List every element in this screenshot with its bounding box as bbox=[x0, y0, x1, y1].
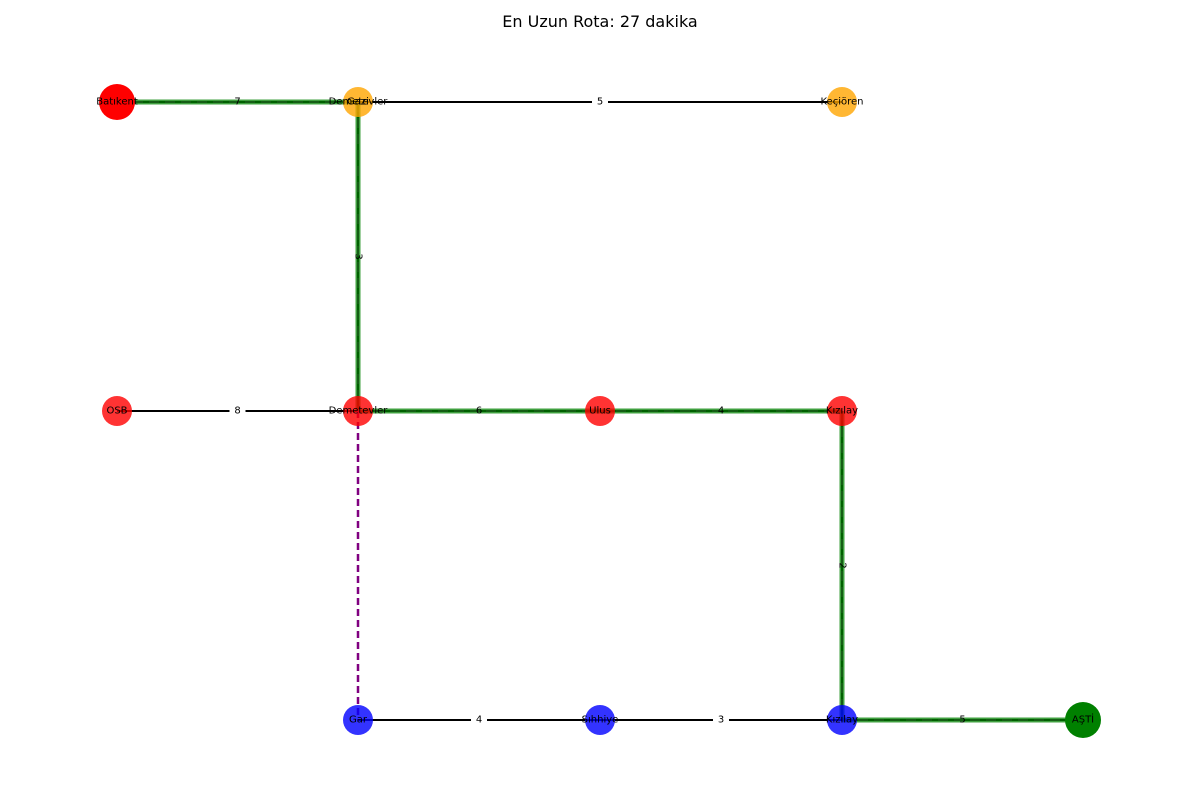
node-demetevler-top: Demetevler bbox=[329, 87, 389, 117]
node-gazi: Gazi bbox=[347, 97, 369, 108]
edge-demetevler-top-kecioren-weight-label: 5 bbox=[597, 97, 603, 108]
node-sihhiye-marker bbox=[585, 705, 615, 735]
edge-demetevler-top-demetevler-mid-weight-label: 3 bbox=[353, 253, 364, 259]
edge-gar-sihhiye-weight: 4 bbox=[471, 713, 487, 727]
edge-osb-demetevler-mid-weight-bg bbox=[229, 404, 246, 418]
node-kecioren-marker bbox=[827, 87, 857, 117]
node-osb: OSB bbox=[102, 396, 132, 426]
edge-kizilay-red-kizilay-blue-weight-label: 2 bbox=[837, 562, 848, 568]
node-sihhiye: Sıhhiye bbox=[582, 705, 619, 735]
node-ulus-marker bbox=[585, 396, 615, 426]
edge-osb-demetevler-mid-weight-label: 8 bbox=[234, 406, 240, 417]
node-demetevler-top-marker bbox=[343, 87, 373, 117]
node-batikent-marker bbox=[99, 84, 135, 120]
node-batikent-label: Batıkent bbox=[96, 97, 138, 108]
node-demetevler-mid: Demetevler bbox=[329, 396, 389, 426]
edge-labels-layer: 7 5 3 8 6 4 2 4 3 5 bbox=[229, 95, 966, 727]
node-demetevler-mid-marker bbox=[343, 396, 373, 426]
node-kizilay-red: Kızılay bbox=[826, 396, 858, 426]
edge-ulus-kizilay-red-weight: 4 bbox=[718, 406, 724, 417]
node-kecioren: Keçiören bbox=[821, 87, 864, 117]
edge-batikent-demetevler-top-weight-label: 7 bbox=[234, 97, 240, 108]
node-kizilay-red-marker bbox=[827, 396, 857, 426]
node-kizilay-blue: Kızılay bbox=[826, 705, 858, 735]
edge-sihhiye-kizilay-blue-weight-label: 3 bbox=[718, 715, 724, 726]
node-kizilay-blue-marker bbox=[827, 705, 857, 735]
node-batikent: Batıkent bbox=[96, 84, 138, 120]
node-gar-label: Gar bbox=[349, 715, 368, 726]
edge-demetevler-top-demetevler-mid-weight: 3 bbox=[353, 253, 364, 259]
node-kecioren-label: Keçiören bbox=[821, 97, 864, 108]
edge-kizilay-red-kizilay-blue-weight: 2 bbox=[837, 562, 848, 568]
edge-sihhiye-kizilay-blue-weight: 3 bbox=[713, 713, 729, 727]
node-gazi-label: Gazi bbox=[347, 97, 369, 108]
node-gar-marker bbox=[343, 705, 373, 735]
diagram-title: En Uzun Rota: 27 dakika bbox=[502, 12, 698, 31]
edge-sihhiye-kizilay-blue-weight-bg bbox=[713, 713, 729, 727]
node-ulus: Ulus bbox=[585, 396, 615, 426]
node-ulus-label: Ulus bbox=[589, 406, 611, 417]
node-kizilay-red-label: Kızılay bbox=[826, 406, 858, 417]
edge-demetevler-mid-ulus-weight: 6 bbox=[476, 406, 482, 417]
edge-osb-demetevler-mid-weight: 8 bbox=[229, 404, 246, 418]
node-sihhiye-label: Sıhhiye bbox=[582, 715, 619, 726]
node-gar: Gar bbox=[343, 705, 373, 735]
node-asti-marker bbox=[1065, 702, 1101, 738]
node-kizilay-blue-label: Kızılay bbox=[826, 715, 858, 726]
edge-kizilay-blue-asti-weight: 5 bbox=[959, 715, 965, 726]
edge-ulus-kizilay-red-weight-label: 4 bbox=[718, 406, 724, 417]
edge-kizilay-blue-asti-weight-label: 5 bbox=[959, 715, 965, 726]
node-demetevler-mid-label: Demetevler bbox=[329, 406, 389, 417]
edge-gar-sihhiye-weight-bg bbox=[471, 713, 487, 727]
node-asti-label: AŞTİ bbox=[1072, 713, 1094, 726]
edge-batikent-demetevler-top-weight: 7 bbox=[234, 97, 240, 108]
node-osb-marker bbox=[102, 396, 132, 426]
edge-demetevler-mid-ulus-weight-label: 6 bbox=[476, 406, 482, 417]
edge-demetevler-top-kecioren-weight: 5 bbox=[592, 95, 608, 109]
edge-demetevler-top-kecioren-weight-bg bbox=[592, 95, 608, 109]
node-demetevler-top-label: Demetevler bbox=[329, 97, 389, 108]
node-asti: AŞTİ bbox=[1065, 702, 1101, 738]
edge-gar-sihhiye-weight-label: 4 bbox=[476, 715, 482, 726]
node-osb-label: OSB bbox=[106, 406, 127, 417]
